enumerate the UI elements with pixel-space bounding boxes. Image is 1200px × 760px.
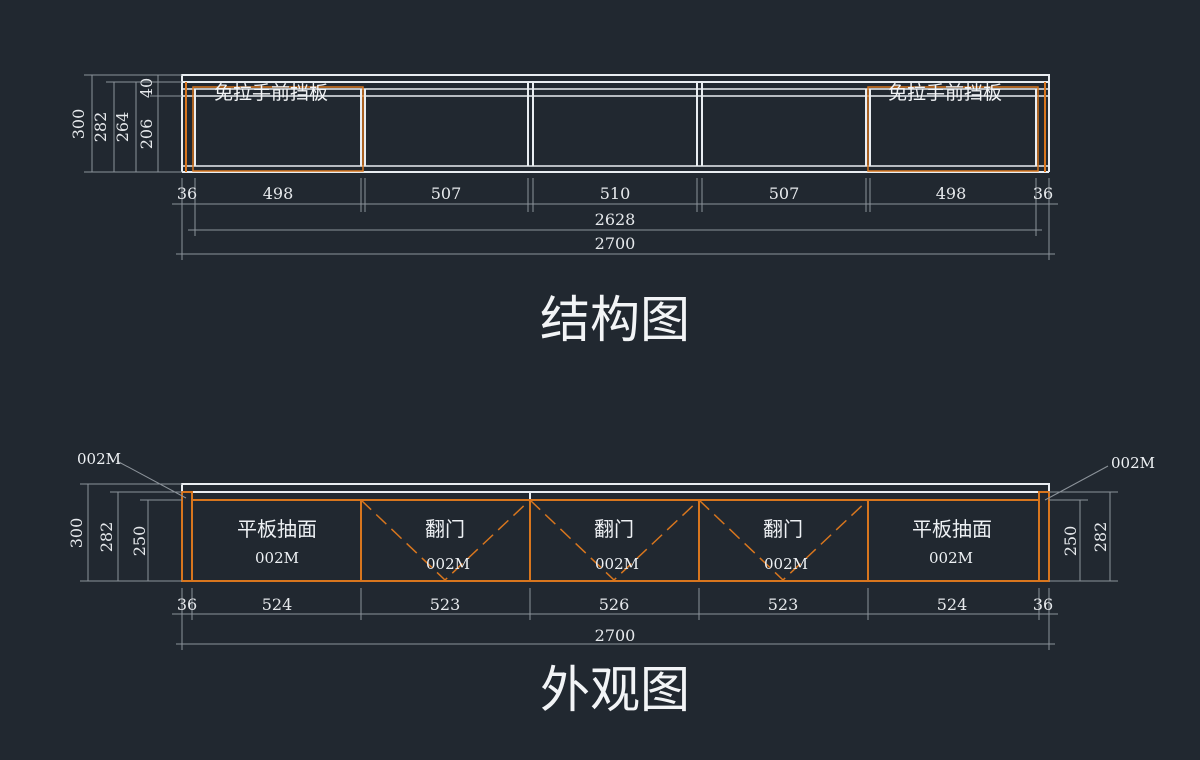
side-code-left: 002M [77,450,121,468]
panel-code: 002M [426,555,470,573]
exterior-right-dims: 250 282 [1049,491,1118,582]
structure-title: 结构图 [540,291,690,349]
flap-open-mark-2 [529,499,700,582]
dim-300-ext: 300 [67,518,86,549]
exterior-title: 外观图 [540,661,690,719]
structure-horizontal-dims: 36 498 507 510 507 498 36 2628 2700 [172,178,1058,260]
flap-open-mark-1 [360,499,531,582]
dim-523-right: 523 [768,595,799,614]
panel-label: 平板抽面 [237,517,317,541]
dim-36-right: 36 [1033,184,1053,203]
handle-label-right: 免拉手前挡板 [888,82,1002,104]
dim-264: 264 [113,112,132,143]
dim-282-ext-right: 282 [1091,522,1110,553]
dim-2700-exterior: 2700 [595,626,636,645]
side-panel-left [181,491,193,582]
panel-label: 翻门 [425,517,465,541]
dim-250-ext: 250 [130,526,149,557]
drawer-outline-left [192,86,364,172]
dim-498-right: 498 [936,184,967,203]
dim-510: 510 [600,184,631,203]
panel-drawer-right [867,499,1040,582]
drawer-outline-right [867,86,1039,172]
dim-36-left: 36 [177,184,197,203]
panel-label: 平板抽面 [912,517,992,541]
panel-label: 翻门 [763,517,803,541]
dim-250-ext-right: 250 [1061,526,1080,557]
panel-code: 002M [929,549,973,567]
handle-label-left: 免拉手前挡板 [214,82,328,104]
side-panel-right [1038,491,1050,582]
dim-526: 526 [599,595,630,614]
dim-36-ext-right: 36 [1033,595,1053,614]
dim-300: 300 [69,109,88,140]
dim-40: 40 [137,78,156,98]
side-code-right: 002M [1111,454,1155,472]
dim-523-left: 523 [430,595,461,614]
panel-code: 002M [255,549,299,567]
dim-524-left: 524 [262,595,293,614]
panel-label: 翻门 [594,517,634,541]
dim-498-left: 498 [263,184,294,203]
exterior-view: 平板抽面 002M 翻门 002M 翻门 002M 翻门 002M 平板抽面 0… [67,450,1155,719]
dim-2628: 2628 [595,210,636,229]
flap-open-mark-3 [698,499,869,582]
exterior-left-dims: 300 282 250 [67,483,182,582]
structure-vertical-dims: 300 282 264 206 40 [69,74,182,173]
dim-524-right: 524 [937,595,968,614]
panel-code: 002M [595,555,639,573]
dim-206: 206 [137,119,156,150]
panel-code: 002M [764,555,808,573]
dim-282-ext: 282 [97,522,116,553]
exterior-top [181,483,1050,493]
structure-view: 免拉手前挡板 免拉手前挡板 300 282 264 206 40 [69,74,1058,349]
leader-right [1044,465,1109,501]
dim-2700-structure: 2700 [595,234,636,253]
dim-282: 282 [91,112,110,143]
exterior-horizontal-dims: 36 524 523 526 523 524 36 2700 [172,588,1058,650]
top-rail [181,74,1050,83]
dim-36-ext-left: 36 [177,595,197,614]
dim-507-left: 507 [431,184,462,203]
dim-507-right: 507 [769,184,800,203]
